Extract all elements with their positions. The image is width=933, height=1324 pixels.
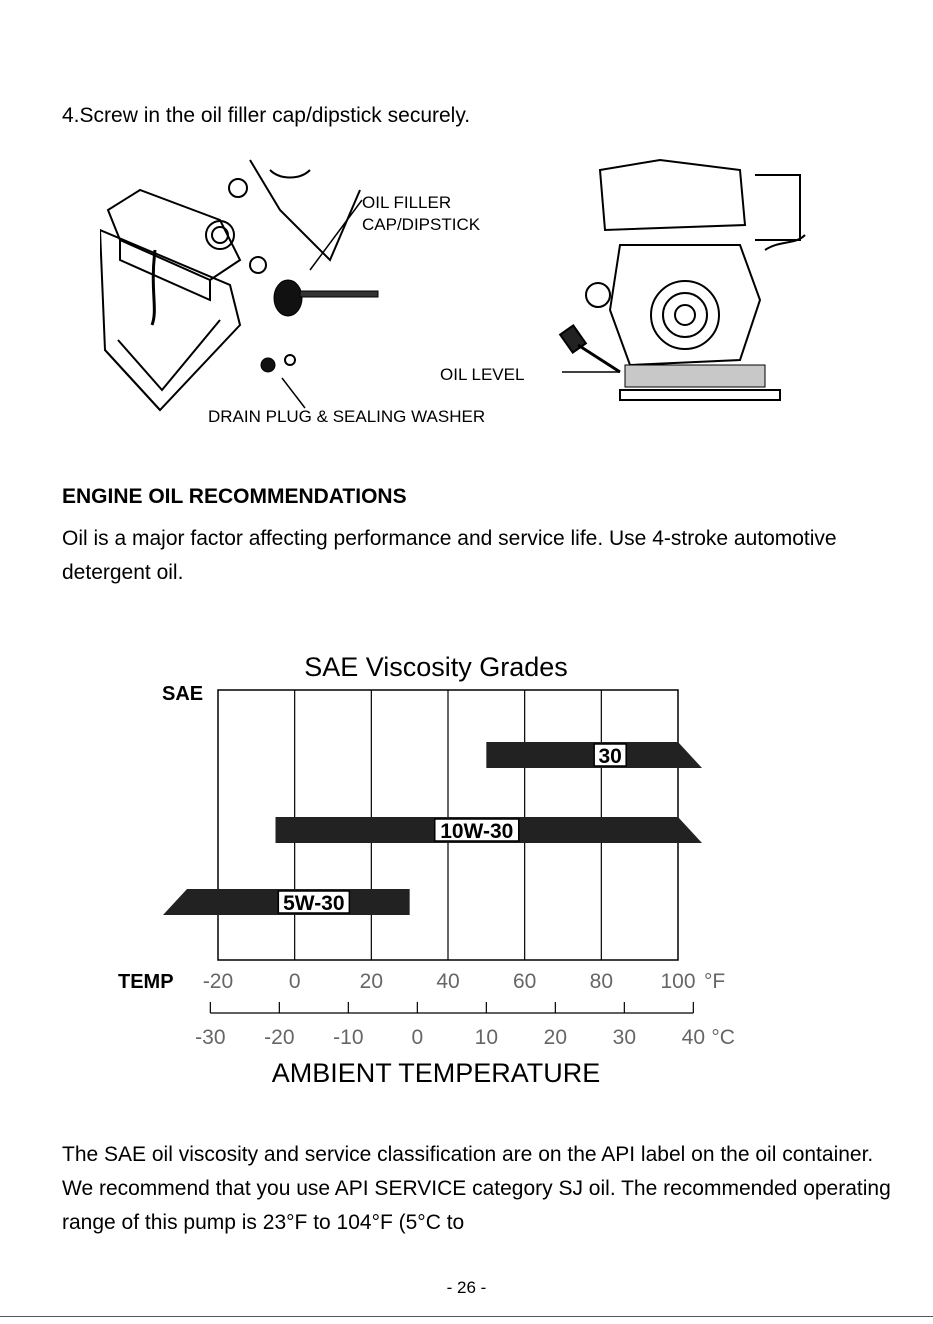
tick-label-c: 40 [682, 1026, 705, 1049]
grade-label: 30 [598, 745, 621, 768]
tick-label-f: 0 [289, 970, 301, 993]
tick-label-c: 30 [613, 1026, 636, 1049]
engine-side-drawing [585, 158, 806, 401]
dipstick-drawing [273, 199, 379, 317]
tick-label-f: 60 [513, 970, 536, 993]
oil-filler-label-line2: CAP/DIPSTICK [362, 215, 481, 234]
tick-label-f: 80 [590, 970, 613, 993]
grade-bars: 30 10W-30 5W-30 [163, 742, 702, 915]
sae-viscosity-chart: SAE Viscosity Grades SAE 30 10W-30 5W-30 T… [118, 652, 735, 1088]
unit-label-f: °F [704, 970, 725, 993]
closing-paragraph: The SAE oil viscosity and service classi… [62, 1143, 891, 1234]
tick-label-f: 40 [436, 970, 459, 993]
drain-plug-label: DRAIN PLUG & SEALING WASHER [208, 407, 485, 426]
fahrenheit-ticks: -20 0 20 40 60 80 100 °F [203, 970, 725, 993]
tick-label-f: 100 [660, 970, 695, 993]
grade-label-box [593, 743, 627, 767]
oil-level-fill [624, 364, 766, 388]
tick-label-c: 10 [475, 1026, 498, 1049]
page-number: - 26 - [446, 1278, 487, 1297]
intro-paragraph: Oil is a major factor affecting performa… [62, 527, 837, 584]
grade-label: 5W-30 [283, 892, 344, 915]
drain-plug-drawing [260, 354, 306, 409]
x-axis-label: AMBIENT TEMPERATURE [272, 1058, 601, 1088]
celsius-scale: -30 -20 -10 0 10 20 30 40 °C [195, 1002, 735, 1049]
tick-label-c: -30 [195, 1026, 225, 1049]
step-instruction: 4.Screw in the oil filler cap/dipstick s… [62, 104, 471, 127]
unit-label-c: °C [711, 1026, 735, 1049]
tick-label-f: 20 [360, 970, 383, 993]
grade-label-box [434, 818, 520, 842]
oil-filling-illustration: OIL FILLER CAP/DIPSTICK OIL LEVEL DRAIN … [100, 158, 806, 426]
right-dipstick-drawing [558, 324, 621, 374]
sae-axis-label: SAE [162, 683, 203, 705]
section-heading: ENGINE OIL RECOMMENDATIONS [62, 485, 407, 508]
engine-block-drawing [100, 159, 361, 412]
tick-label-c: 20 [544, 1026, 567, 1049]
tick-label-c: -10 [333, 1026, 363, 1049]
tick-label-c: 0 [411, 1026, 423, 1049]
chart-title: SAE Viscosity Grades [304, 652, 568, 682]
grade-label-box [277, 890, 351, 914]
grade-label: 10W-30 [440, 820, 513, 843]
tick-label-f: -20 [203, 970, 233, 993]
tick-label-c: -20 [264, 1026, 294, 1049]
temp-label: TEMP [118, 971, 174, 993]
oil-level-label: OIL LEVEL [440, 365, 524, 384]
oil-filler-label-line1: OIL FILLER [362, 193, 451, 212]
page-bottom-rule [0, 1316, 933, 1317]
